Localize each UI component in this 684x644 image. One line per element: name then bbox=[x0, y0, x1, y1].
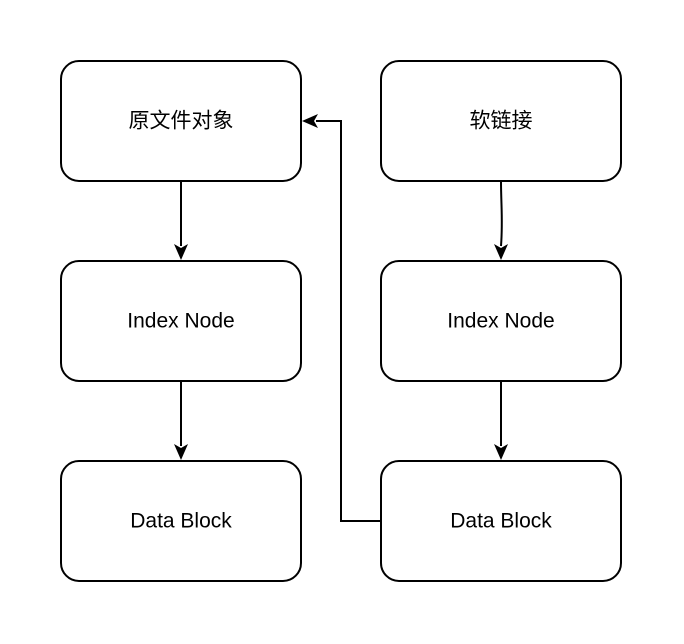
arrowhead-icon bbox=[494, 444, 508, 460]
node-left-data-block[interactable]: Data Block bbox=[60, 460, 302, 582]
edge-softlink-to-index-line bbox=[500, 180, 503, 247]
arrowhead-icon bbox=[494, 244, 508, 260]
edge-index-to-datablock-right bbox=[494, 381, 508, 460]
node-original-file-label: 原文件对象 bbox=[129, 110, 234, 133]
edge-datablock-to-original-line bbox=[316, 120, 381, 522]
node-left-data-block-label: Data Block bbox=[130, 510, 232, 533]
node-original-file[interactable]: 原文件对象 bbox=[60, 60, 302, 182]
node-soft-link[interactable]: 软链接 bbox=[380, 60, 622, 182]
arrowhead-icon bbox=[302, 114, 318, 128]
node-soft-link-label: 软链接 bbox=[470, 110, 533, 133]
edge-datablock-to-original bbox=[302, 114, 381, 522]
node-left-index-node-label: Index Node bbox=[127, 310, 234, 333]
edge-index-to-datablock-left bbox=[174, 381, 188, 460]
edge-original-to-index bbox=[174, 181, 188, 260]
arrowhead-icon bbox=[174, 244, 188, 260]
node-right-index-node-label: Index Node bbox=[447, 310, 554, 333]
node-right-data-block[interactable]: Data Block bbox=[380, 460, 622, 582]
node-right-data-block-label: Data Block bbox=[450, 510, 552, 533]
arrowhead-icon bbox=[174, 444, 188, 460]
node-left-data-block-box bbox=[60, 460, 302, 582]
edge-softlink-to-index bbox=[494, 180, 508, 260]
node-left-index-node[interactable]: Index Node bbox=[60, 260, 302, 382]
node-right-index-node[interactable]: Index Node bbox=[380, 260, 622, 382]
